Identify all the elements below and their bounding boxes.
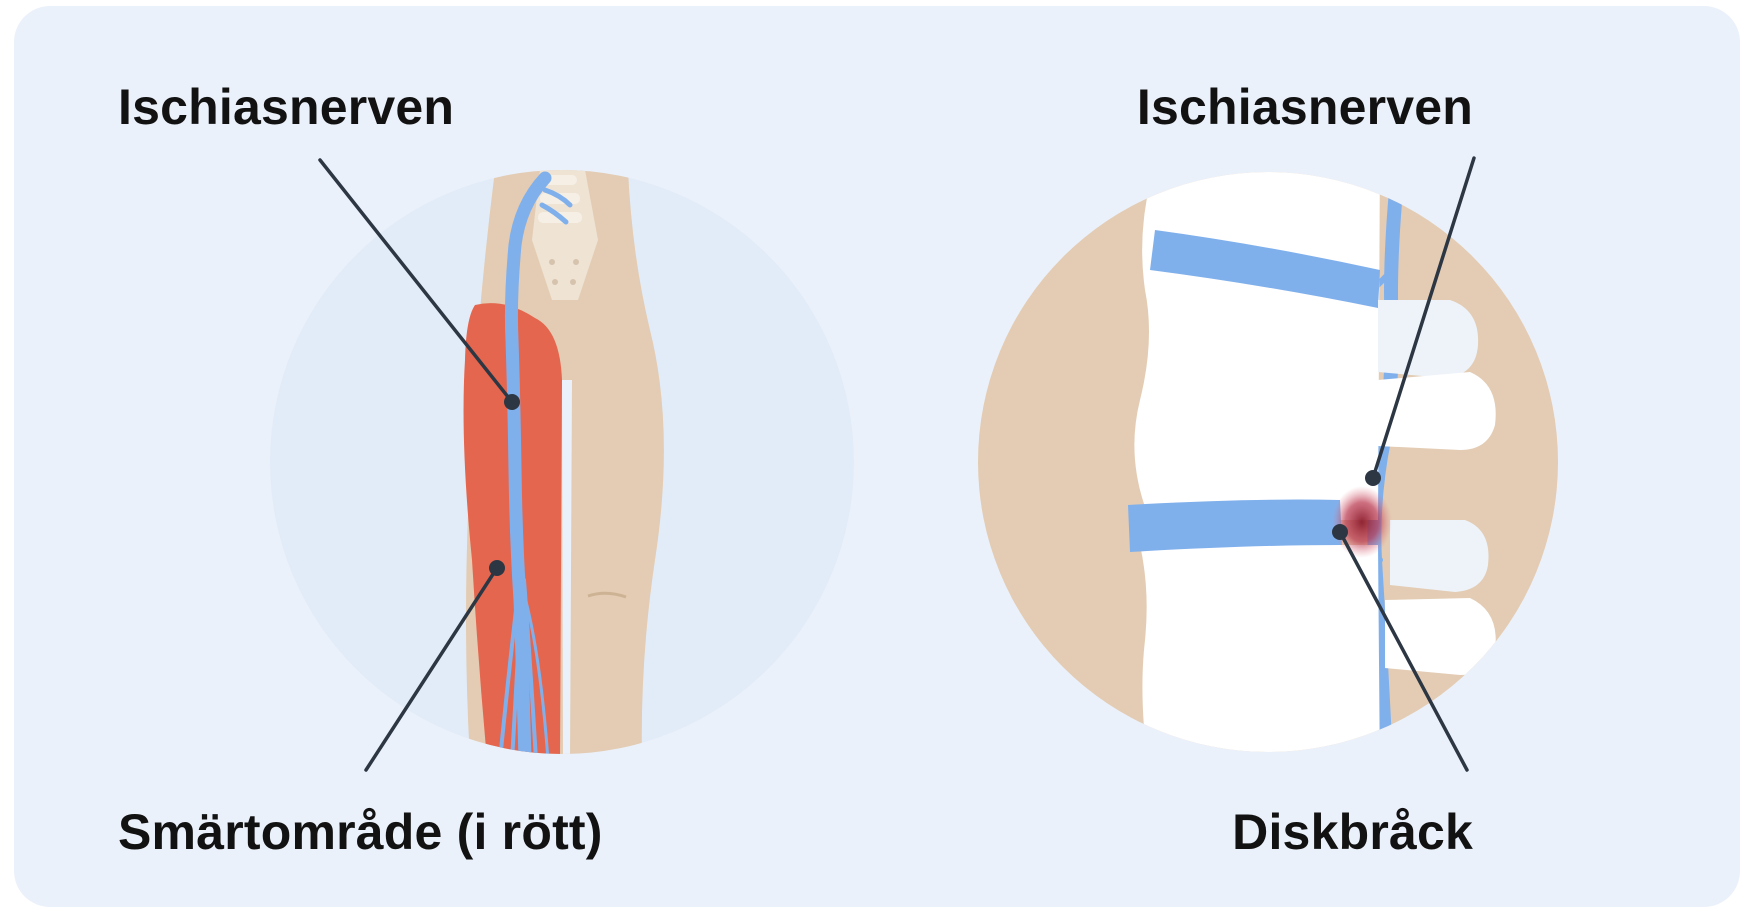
lower-vertebra: [1140, 545, 1380, 780]
spine-illustration: [978, 150, 1558, 780]
leg-illustration: [270, 170, 854, 760]
label-sciatic-nerve-right: Ischiasnerven: [1137, 82, 1473, 132]
marker-pain-area: [489, 560, 505, 576]
label-sciatic-nerve-left: Ischiasnerven: [118, 82, 454, 132]
spinous-process-bottom: [1385, 598, 1496, 675]
upper-vertebra: [1134, 150, 1380, 520]
marker-left-nerve: [504, 394, 520, 410]
disc-herniation: [1332, 486, 1392, 558]
lower-disc: [1128, 500, 1342, 552]
marker-right-nerve: [1365, 470, 1381, 486]
label-pain-area: Smärtområde (i rött): [118, 807, 603, 857]
label-disc-herniation: Diskbråck: [1232, 807, 1473, 857]
spinous-process-upper: [1378, 300, 1478, 378]
spinous-process-lower: [1390, 520, 1489, 592]
marker-herniation: [1332, 524, 1348, 540]
